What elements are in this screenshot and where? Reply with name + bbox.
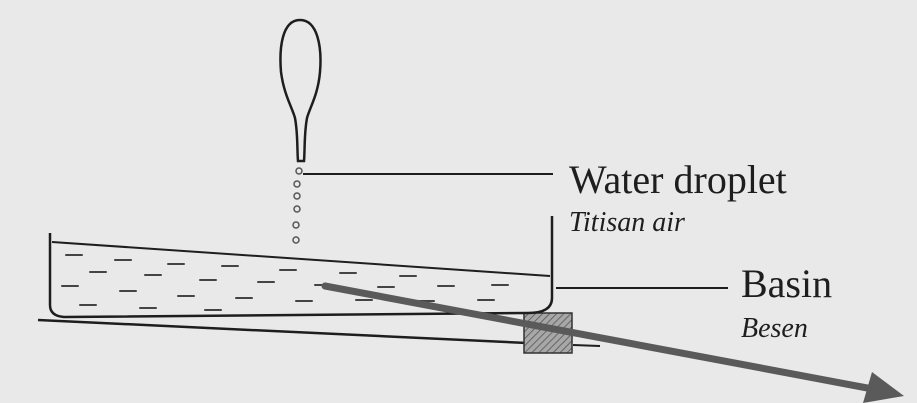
water-droplet-label: Water droplet (569, 157, 787, 202)
ground-line-right (572, 344, 601, 347)
basin-malay-label: Besen (741, 313, 808, 344)
dropper (279, 18, 322, 163)
basin-outline (48, 216, 554, 319)
water-dashes (61, 254, 509, 311)
falling-droplets (292, 167, 303, 244)
overlay-arrow (321, 282, 904, 403)
water-droplet-malay-label: Titisan air (569, 207, 685, 238)
ground-line (37, 318, 528, 345)
basin-label: Basin (741, 261, 833, 306)
water-surface (51, 241, 551, 277)
